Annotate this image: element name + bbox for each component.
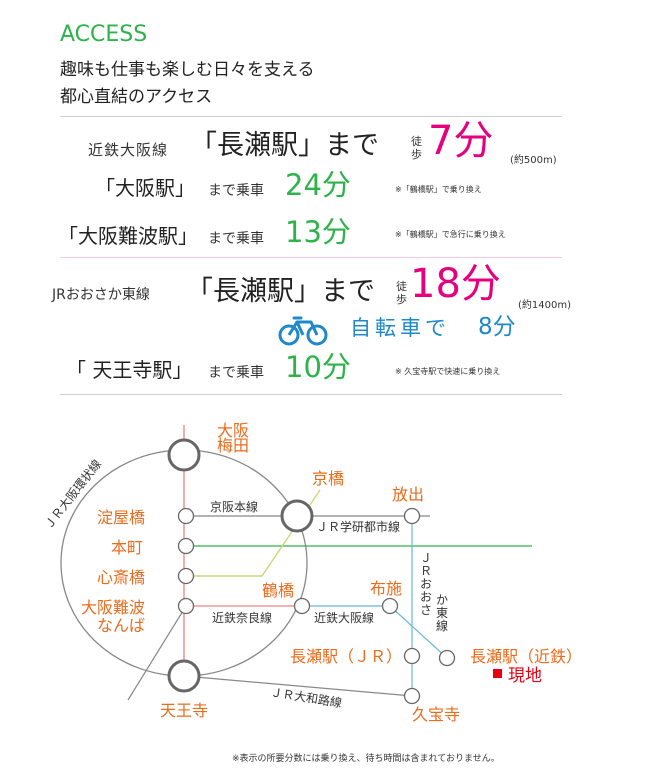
current-location-label: 現地 bbox=[508, 666, 542, 686]
osaka-station-dest: 「大阪駅」 bbox=[95, 176, 195, 200]
kyobashi-node bbox=[280, 499, 314, 533]
hanaten-node bbox=[403, 507, 421, 525]
fuse-node bbox=[381, 597, 399, 615]
fuse-label: 布施 bbox=[370, 579, 402, 598]
tennoji-station-note: ※ 久宝寺駅で快速に乗り換え bbox=[395, 367, 501, 376]
lead-line-2: 都心直結のアクセス bbox=[60, 87, 213, 107]
namba-station-dest: 「大阪難波駅」 bbox=[58, 224, 198, 248]
route-map: 大阪 梅田 京橋 放出 淀屋橋 本町 心斎橋 大阪難波 なんば 鶴橋 布施 長瀬… bbox=[41, 421, 582, 724]
tennoji-node bbox=[167, 659, 201, 693]
kintetsu-nara-line-label: 近鉄奈良線 bbox=[212, 610, 272, 625]
nagase-jr-label: 長瀬駅（ＪＲ） bbox=[290, 647, 402, 666]
divider-top bbox=[60, 116, 562, 117]
yamatoji-line bbox=[183, 675, 413, 697]
shinsaibashi-node bbox=[177, 567, 195, 585]
osaka-station-time: 24分 bbox=[285, 168, 351, 202]
tennoji-station-suffix: まで乗車 bbox=[208, 365, 264, 381]
jr-distance: (約1400m) bbox=[518, 300, 571, 311]
osaka-station-suffix: まで乗車 bbox=[208, 183, 264, 199]
bicycle-icon bbox=[278, 316, 328, 346]
yamatoji-line-label: ＪＲ大和路線 bbox=[270, 684, 343, 710]
kintetsu-osaka-line-label: 近鉄大阪線 bbox=[314, 610, 374, 625]
namba-node bbox=[177, 597, 195, 615]
honmachi-label: 本町 bbox=[111, 538, 143, 557]
tennoji-label: 天王寺 bbox=[160, 701, 208, 720]
bicycle-time: 8分 bbox=[478, 314, 516, 340]
shinsaibashi-label: 心斎橋 bbox=[97, 568, 145, 587]
umeda-node bbox=[167, 438, 201, 472]
umeda-label-2: 梅田 bbox=[217, 436, 249, 455]
kintetsu-walk-time: 7分 bbox=[428, 118, 494, 164]
nagase-kintetsu-label: 長瀬駅（近鉄） bbox=[470, 647, 582, 666]
kyobashi-label: 京橋 bbox=[312, 469, 344, 488]
namba-label-2: なんば bbox=[97, 616, 145, 635]
namba-station-time: 13分 bbox=[285, 215, 351, 249]
section-title: ACCESS bbox=[60, 22, 148, 47]
tennoji-station-dest: 「 天王寺駅」 bbox=[66, 358, 193, 382]
namba-station-note: ※「鶴橋駅」で急行に乗り換え bbox=[395, 230, 506, 239]
loop-line-label: ＪＲ大阪環状線 bbox=[41, 456, 105, 531]
bicycle-label: 自転車で bbox=[350, 316, 450, 340]
namba-station-suffix: まで乗車 bbox=[208, 231, 264, 247]
divider-bottom bbox=[60, 394, 562, 395]
kintetsu-walk-label: 徒歩 bbox=[411, 135, 422, 161]
umeda-label-1: 大阪 bbox=[217, 421, 249, 440]
osaka-station-note: ※「鶴橋駅」で乗り換え bbox=[395, 185, 482, 194]
lead-line-1: 趣味も仕事も楽しむ日々を支える bbox=[60, 60, 315, 80]
hanaten-label: 放出 bbox=[392, 485, 424, 504]
current-location-marker bbox=[493, 669, 502, 678]
kintetsu-distance: (約500m) bbox=[510, 155, 557, 166]
kintetsu-line-name: 近鉄大阪線 bbox=[88, 141, 169, 159]
tsuruhashi-label: 鶴橋 bbox=[262, 581, 294, 600]
nagase-kintetsu-node bbox=[438, 649, 456, 667]
footnote: ※表示の所要分数には乗り換え、待ち時間は含まれておりません。 bbox=[232, 754, 500, 764]
nagase-jr-node bbox=[403, 647, 421, 665]
jr-line-name: JRおおさか東線 bbox=[52, 287, 150, 303]
keihan-line-label: 京阪本線 bbox=[210, 499, 258, 514]
jr-walk-label: 徒歩 bbox=[396, 280, 407, 306]
gakken-line-label: ＪＲ学研都市線 bbox=[316, 519, 400, 534]
honmachi-node bbox=[177, 537, 195, 555]
namba-label-1: 大阪難波 bbox=[81, 598, 145, 617]
kintetsu-destination: 「長瀬駅」まで bbox=[190, 130, 379, 161]
yodoyabashi-node bbox=[177, 507, 195, 525]
osaka-higashi-line-label: ＪＲおおさか東線 bbox=[420, 551, 448, 633]
divider-middle bbox=[60, 257, 562, 258]
tsuruhashi-node bbox=[293, 597, 311, 615]
southwest-line bbox=[127, 605, 187, 701]
jr-walk-time: 18分 bbox=[410, 261, 501, 307]
kyuhoji-node bbox=[403, 687, 421, 705]
kyuhoji-label: 久宝寺 bbox=[412, 705, 460, 724]
yodoyabashi-label: 淀屋橋 bbox=[97, 508, 145, 527]
tennoji-station-time: 10分 bbox=[285, 350, 351, 384]
jr-destination: 「長瀬駅」まで bbox=[186, 276, 375, 307]
